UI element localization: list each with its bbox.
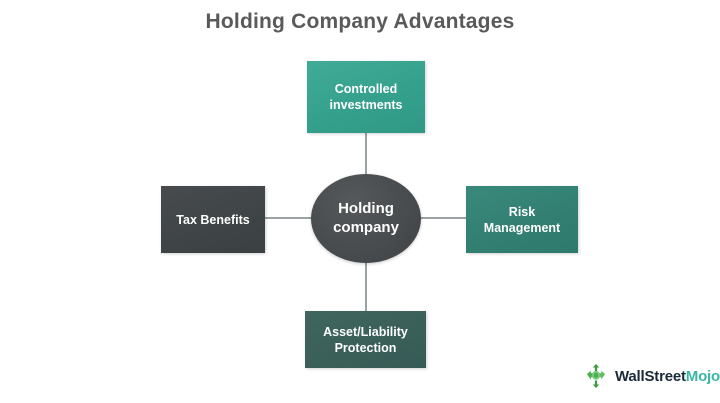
node-holding-company-hub[interactable]: Holding company <box>311 174 421 263</box>
node-label: Risk Management <box>480 204 564 236</box>
wallstreetmojo-arrows-icon <box>583 363 609 389</box>
hub-label-line1: Holding <box>338 200 394 218</box>
node-label: Controlled investments <box>326 81 407 113</box>
node-label: Tax Benefits <box>172 212 253 228</box>
hub-label-line2: company <box>333 218 399 236</box>
node-label-line1: Asset/Liability <box>323 324 408 339</box>
connector-hub-to-controlled-investments <box>365 126 367 188</box>
node-asset-liability-protection[interactable]: Asset/Liability Protection <box>305 311 426 368</box>
node-risk-management[interactable]: Risk Management <box>466 186 578 253</box>
node-controlled-investments[interactable]: Controlled investments <box>307 61 425 133</box>
node-label-line2: investments <box>329 98 403 112</box>
hub-label: Holding company <box>329 200 403 237</box>
connector-hub-to-asset-liability-protection <box>365 250 367 316</box>
connector-hub-to-risk-management <box>412 217 474 219</box>
node-label-line1: Tax Benefits <box>176 212 250 227</box>
node-label-line2: Protection <box>334 340 397 355</box>
node-label-line1: Risk <box>508 204 536 219</box>
node-label: Asset/Liability Protection <box>319 324 412 356</box>
wallstreetmojo-logo[interactable]: WallStreetMojo <box>583 360 720 392</box>
logo-text-primary: WallStreet <box>615 367 686 385</box>
connector-hub-to-tax-benefits <box>260 217 320 219</box>
logo-text: WallStreetMojo <box>615 368 720 385</box>
page-title: Holding Company Advantages <box>205 10 515 33</box>
logo-text-secondary: Mojo <box>685 367 720 385</box>
node-tax-benefits[interactable]: Tax Benefits <box>161 186 265 253</box>
node-label-line2: Management <box>483 220 561 235</box>
node-label-line1: Controlled <box>334 82 398 96</box>
